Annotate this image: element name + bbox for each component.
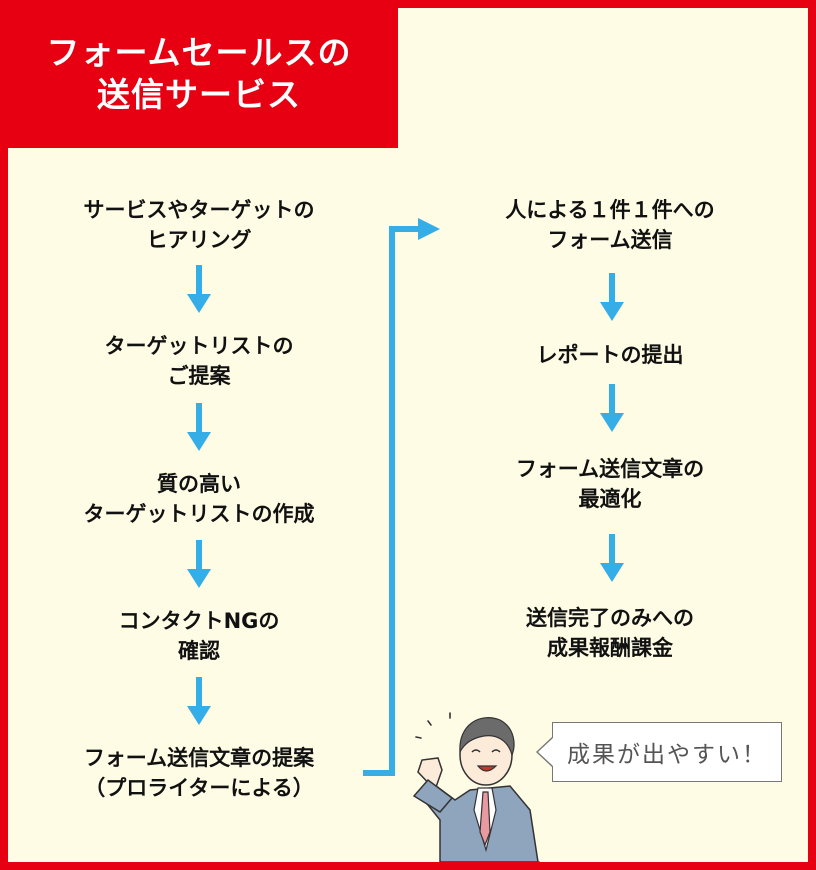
step-target-list-proposal: ターゲットリストの ご提案 xyxy=(105,331,294,391)
step-target-list-creation: 質の高い ターゲットリストの作成 xyxy=(84,469,315,529)
step-line: 最適化 xyxy=(578,487,642,511)
hair xyxy=(459,717,515,757)
step-line: フォーム送信文章の xyxy=(515,457,705,481)
title-line-2: 送信サービス xyxy=(96,75,301,114)
down-arrow-icon xyxy=(187,403,211,451)
title-line-1: フォームセールスの xyxy=(46,33,352,72)
step-contact-ng-check: コンタクトNGの 確認 xyxy=(119,606,280,666)
speech-bubble: 成果が出やすい！ xyxy=(536,722,782,782)
step-line: 成果報酬課金 xyxy=(547,636,673,660)
businessman-illustration xyxy=(412,712,540,862)
down-arrow-icon xyxy=(187,540,211,588)
step-message-proposal: フォーム送信文章の提案 （プロライターによる） xyxy=(84,743,314,803)
step-line: フォーム送信文章の提案 xyxy=(83,746,315,770)
raised-fist xyxy=(417,757,443,791)
step-line: コンタクトNGの xyxy=(118,609,280,633)
step-line: 送信完了のみへの xyxy=(526,606,694,630)
title-banner: フォームセールスの 送信サービス xyxy=(0,0,398,148)
step-line: レポートの提出 xyxy=(536,343,684,367)
step-hearing: サービスやターゲットの ヒアリング xyxy=(84,195,315,255)
step-line: 確認 xyxy=(178,639,220,663)
smile xyxy=(476,765,498,772)
step-line: 人による１件１件への xyxy=(505,198,715,222)
down-arrow-icon xyxy=(187,677,211,725)
step-line: 質の高い xyxy=(157,472,241,496)
step-line: サービスやターゲットの xyxy=(83,198,315,222)
down-arrow-icon xyxy=(600,273,624,321)
step-line: （プロライターによる） xyxy=(84,776,314,800)
step-report-submission: レポートの提出 xyxy=(537,340,684,370)
step-success-fee-billing: 送信完了のみへの 成果報酬課金 xyxy=(526,603,694,663)
page-title: フォームセールスの 送信サービス xyxy=(46,32,351,116)
connector-line xyxy=(363,226,420,776)
speech-bubble-text: 成果が出やすい！ xyxy=(567,742,767,768)
step-message-optimization: フォーム送信文章の 最適化 xyxy=(516,454,704,514)
suit-sleeve xyxy=(412,778,454,813)
excitement-lines-icon xyxy=(415,712,451,739)
step-line: ヒアリング xyxy=(146,228,252,252)
right-arrow-icon xyxy=(418,218,440,240)
down-arrow-icon xyxy=(600,384,624,432)
down-arrow-icon xyxy=(600,534,624,582)
step-line: フォーム送信 xyxy=(547,228,673,252)
necktie xyxy=(479,791,491,847)
diagram-panel xyxy=(8,8,808,862)
step-line: ターゲットリストの作成 xyxy=(83,502,315,526)
step-manual-form-sending: 人による１件１件への フォーム送信 xyxy=(505,195,714,255)
down-arrow-icon xyxy=(187,265,211,313)
step-line: ご提案 xyxy=(167,364,231,388)
step-line: ターゲットリストの xyxy=(104,334,294,358)
speech-bubble-tail xyxy=(536,736,554,768)
